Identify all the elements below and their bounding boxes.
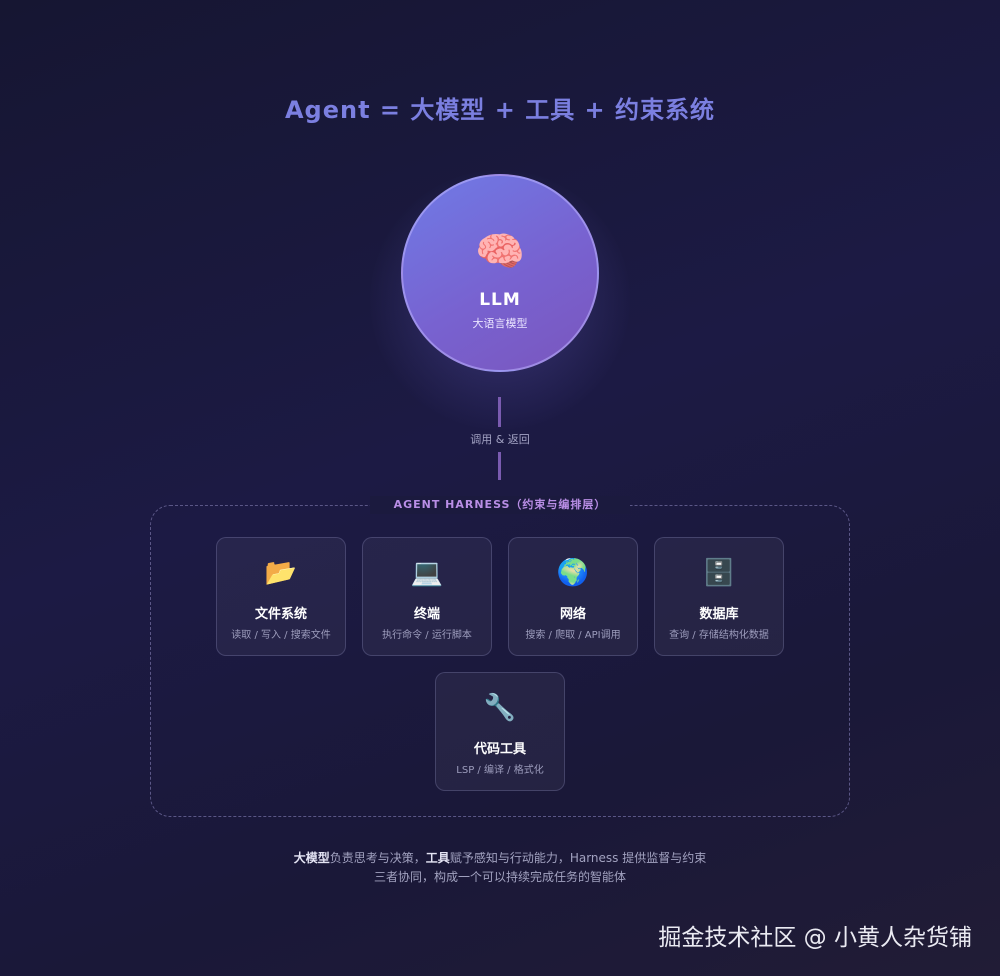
- brain-icon: 🧠: [475, 229, 525, 275]
- wrench-icon: 🔧: [483, 693, 517, 723]
- tool-name: 代码工具: [473, 742, 526, 757]
- diagram-title: Agent = 大模型 + 工具 + 约束系统: [284, 96, 716, 124]
- footer-text-b: 赋予感知与行动能力，Harness 提供监督与约束: [449, 851, 707, 865]
- globe-icon: 🌍: [556, 558, 590, 588]
- tool-card-filesystem: 📂 文件系统 读取 / 写入 / 搜索文件: [216, 537, 346, 656]
- laptop-icon: 💻: [410, 558, 444, 588]
- footer-bold-tools: 工具: [425, 851, 450, 865]
- folder-icon: 📂: [264, 558, 298, 588]
- tool-card-network: 🌍 网络 搜索 / 爬取 / API调用: [508, 537, 638, 656]
- llm-name: LLM: [479, 290, 521, 310]
- llm-node: 🧠 LLM 大语言模型: [401, 174, 599, 372]
- tool-card-database: 🗄️ 数据库 查询 / 存储结构化数据: [654, 537, 784, 656]
- llm-subtitle: 大语言模型: [472, 317, 528, 330]
- footer-line-1: 大模型负责思考与决策，工具赋予感知与行动能力，Harness 提供监督与约束: [0, 849, 1000, 868]
- tool-name: 终端: [413, 607, 440, 622]
- file-cabinet-icon: 🗄️: [702, 558, 736, 588]
- tool-description: 读取 / 写入 / 搜索文件: [231, 630, 331, 641]
- tool-description: LSP / 编译 / 格式化: [456, 765, 544, 776]
- harness-label: AGENT HARNESS（约束与编排层）: [370, 496, 630, 514]
- tool-description: 执行命令 / 运行脚本: [382, 630, 472, 641]
- connector-line-top: [498, 397, 501, 427]
- tool-card-code-tools: 🔧 代码工具 LSP / 编译 / 格式化: [435, 672, 565, 791]
- footer-caption: 大模型负责思考与决策，工具赋予感知与行动能力，Harness 提供监督与约束 三…: [0, 849, 1000, 887]
- footer-text-a: 负责思考与决策，: [329, 851, 426, 865]
- watermark: 掘金技术社区 @ 小黄人杂货铺: [658, 925, 972, 951]
- connector-label: 调用 & 返回: [470, 433, 530, 446]
- connector-line-bottom: [498, 452, 501, 480]
- footer-line-2: 三者协同，构成一个可以持续完成任务的智能体: [373, 870, 626, 884]
- tool-description: 搜索 / 爬取 / API调用: [525, 630, 621, 641]
- tool-description: 查询 / 存储结构化数据: [669, 630, 769, 641]
- tool-name: 数据库: [699, 607, 739, 622]
- tool-name: 网络: [559, 607, 586, 622]
- footer-bold-llm: 大模型: [293, 851, 330, 865]
- tool-card-terminal: 💻 终端 执行命令 / 运行脚本: [362, 537, 492, 656]
- tool-name: 文件系统: [254, 607, 307, 622]
